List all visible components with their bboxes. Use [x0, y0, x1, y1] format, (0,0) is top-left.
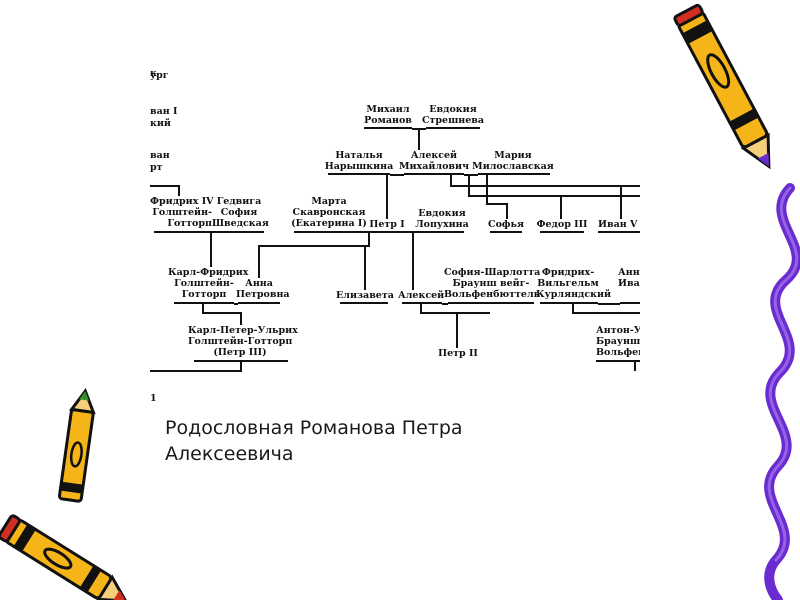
name-underline	[490, 231, 522, 233]
edge-fragment: ван	[150, 150, 170, 161]
sibling-bar	[468, 195, 640, 197]
marriage-link	[598, 303, 620, 305]
name-underline	[620, 302, 640, 304]
person-evdokia-streshneva: Евдокия Стрешнева	[421, 104, 485, 126]
sibling-bar	[450, 185, 640, 187]
name-underline	[402, 302, 442, 304]
name-underline	[328, 173, 390, 175]
person-anton-ulrich: Антон-Ульрих Браунш вейг- Вольфенбюттель	[596, 325, 640, 358]
descent-line	[412, 232, 414, 290]
name-underline	[404, 173, 464, 175]
person-anna-ivanovna: Анна Ивановна	[618, 267, 640, 289]
person-mikhail-romanov: Михаил Романов	[364, 104, 412, 126]
sibling-bar	[420, 312, 490, 314]
caption-line: Алексеевича	[165, 443, 294, 465]
sibling-bar	[150, 370, 242, 372]
descent-line	[620, 185, 622, 219]
sibling-bar	[572, 312, 640, 314]
name-underline	[340, 302, 388, 304]
descent-line	[258, 245, 260, 278]
descent-line	[468, 174, 470, 196]
descent-line	[420, 303, 422, 313]
name-underline	[478, 173, 550, 175]
name-underline	[426, 127, 480, 129]
edge-fragment: ван I	[150, 106, 178, 117]
descent-line	[456, 312, 458, 348]
name-underline	[540, 231, 584, 233]
descent-line	[572, 303, 574, 313]
descent-line	[240, 361, 242, 371]
person-karl-friedrich: Карл-Фридрих Голштейн- Готторп	[168, 267, 249, 300]
sibling-bar	[150, 185, 178, 187]
person-petr-1: Петр I	[369, 219, 405, 230]
person-maria-miloslavskaya: Мария Милославская	[472, 150, 554, 172]
name-underline	[294, 231, 364, 233]
descent-line	[560, 195, 562, 219]
name-underline	[174, 302, 234, 304]
descent-line	[364, 245, 366, 290]
marriage-link	[464, 174, 478, 176]
name-underline	[194, 360, 288, 362]
person-anna-petrovna: Анна Петровна	[236, 278, 290, 300]
name-underline	[370, 231, 404, 233]
person-ivan-5: Иван V	[598, 219, 638, 230]
sibling-bar	[202, 312, 240, 314]
marriage-link	[390, 174, 404, 176]
person-karl-peter-ulrich: Карл-Петер-Ульрих Голштейн-Готторп (Петр…	[188, 325, 298, 358]
name-underline	[216, 231, 264, 233]
descent-line	[240, 312, 242, 325]
edge-fragment: рт	[150, 162, 163, 173]
marriage-link	[442, 303, 448, 305]
sibling-bar	[486, 203, 508, 205]
person-sofia-charlotte: София-Шарлотта Браунш вейг- Вольфенбютте…	[444, 267, 541, 300]
person-alexey-mikhailovich: Алексей Михайлович	[398, 150, 470, 172]
descent-line	[486, 174, 488, 204]
name-underline	[596, 360, 640, 362]
descent-line	[506, 203, 508, 219]
descent-line	[368, 232, 370, 246]
marriage-link	[210, 231, 216, 233]
name-underline	[598, 231, 640, 233]
descent-line	[450, 174, 452, 186]
descent-line	[634, 361, 636, 371]
caption-line: Родословная Романова Петра	[165, 417, 463, 439]
person-sofya: Софья	[488, 219, 524, 230]
family-tree: к ург ван I кий ван рт 1 Михаил Романов …	[150, 68, 640, 408]
person-alexey-petrovich: Алексей	[398, 290, 445, 301]
marriage-link	[404, 231, 420, 233]
person-petr-2: Петр II	[438, 348, 478, 359]
marriage-link	[234, 303, 238, 305]
person-elizaveta: Елизавета	[336, 290, 394, 301]
person-frederick-4: Фридрих IV Голштейн- Готторп	[150, 196, 214, 229]
person-fedor-3: Федор III	[536, 219, 588, 230]
descent-line	[210, 232, 212, 267]
person-hedwig-sophia: Гедвига София Шведская	[212, 196, 269, 229]
descent-line	[386, 174, 388, 219]
name-underline	[364, 127, 412, 129]
slide-caption: Родословная Романова Петра Алексеевича	[165, 415, 585, 467]
edge-fragment: ург	[150, 70, 169, 81]
name-underline	[154, 231, 210, 233]
sibling-bar	[258, 245, 370, 247]
person-evdokia-lopukhina: Евдокия Лопухина	[415, 208, 469, 230]
descent-line	[418, 128, 420, 150]
person-marta-skavronskaya: Марта Скавронская (Екатерина I)	[291, 196, 367, 229]
person-natalya-naryshkina: Наталья Нарышкина	[324, 150, 394, 172]
name-underline	[420, 231, 464, 233]
person-friedrich-wilhelm: Фридрих- Вильгельм Курляндский	[536, 267, 612, 300]
descent-line	[202, 303, 204, 313]
name-underline	[540, 302, 598, 304]
edge-fragment: к	[150, 68, 157, 79]
name-underline	[238, 302, 280, 304]
descent-line	[178, 185, 180, 196]
name-underline	[448, 302, 534, 304]
edge-fragment: 1	[150, 393, 157, 404]
marriage-link	[364, 231, 370, 233]
edge-fragment: кий	[150, 118, 171, 129]
